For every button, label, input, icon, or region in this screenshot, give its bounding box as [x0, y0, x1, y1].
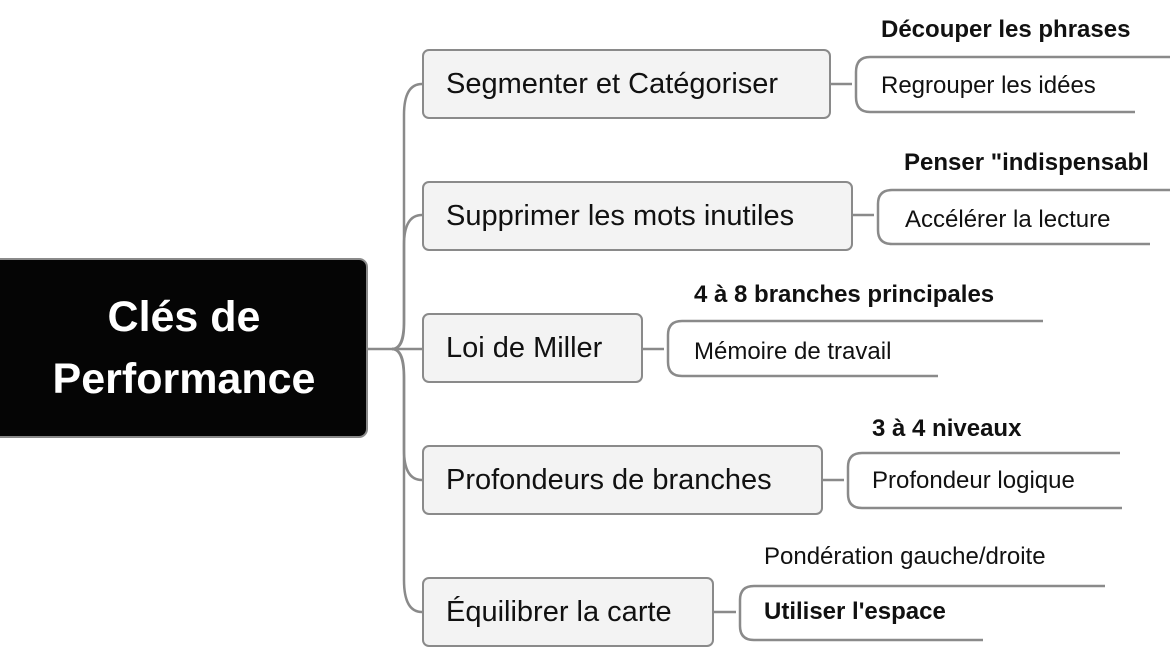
branch-miller[interactable]: Loi de Miller	[422, 313, 643, 383]
bracket-4	[822, 451, 1122, 510]
branch-label: Équilibrer la carte	[446, 595, 672, 628]
connector-2	[391, 213, 423, 351]
central-topic-line2: Performance	[52, 355, 316, 403]
subtopic[interactable]: Profondeur logique	[872, 467, 1075, 494]
branch-label: Supprimer les mots inutiles	[446, 199, 795, 232]
central-topic[interactable]: Clés de Performance	[0, 258, 368, 438]
branch-profondeurs[interactable]: Profondeurs de branches	[422, 445, 823, 515]
subtopic[interactable]: 4 à 8 branches principales	[694, 281, 995, 308]
subtopic[interactable]: 3 à 4 niveaux	[872, 415, 1022, 442]
connector-5	[391, 347, 423, 614]
subtopic[interactable]: Penser "indispensabl	[904, 149, 1149, 176]
branch-label: Segmenter et Catégoriser	[446, 67, 779, 100]
connector-4	[391, 347, 423, 482]
branch-segmenter[interactable]: Segmenter et Catégoriser	[422, 49, 831, 119]
subtopic[interactable]: Mémoire de travail	[694, 338, 892, 365]
subtopic[interactable]: Accélérer la lecture	[905, 206, 1111, 233]
central-topic-line1: Clés de	[107, 293, 261, 341]
bracket-2	[852, 188, 1170, 246]
subtopic[interactable]: Regrouper les idées	[881, 72, 1096, 99]
branch-supprimer[interactable]: Supprimer les mots inutiles	[422, 181, 853, 251]
branch-label: Profondeurs de branches	[446, 463, 772, 496]
bracket-3	[642, 319, 1043, 378]
subtopic[interactable]: Utiliser l'espace	[764, 598, 946, 625]
subtopic[interactable]: Découper les phrases	[881, 16, 1131, 43]
branch-equilibrer[interactable]: Équilibrer la carte	[422, 577, 714, 647]
bracket-1	[830, 55, 1170, 114]
bracket-5	[713, 584, 1105, 642]
subtopic[interactable]: Pondération gauche/droite	[764, 543, 1046, 570]
branch-label: Loi de Miller	[446, 331, 603, 364]
